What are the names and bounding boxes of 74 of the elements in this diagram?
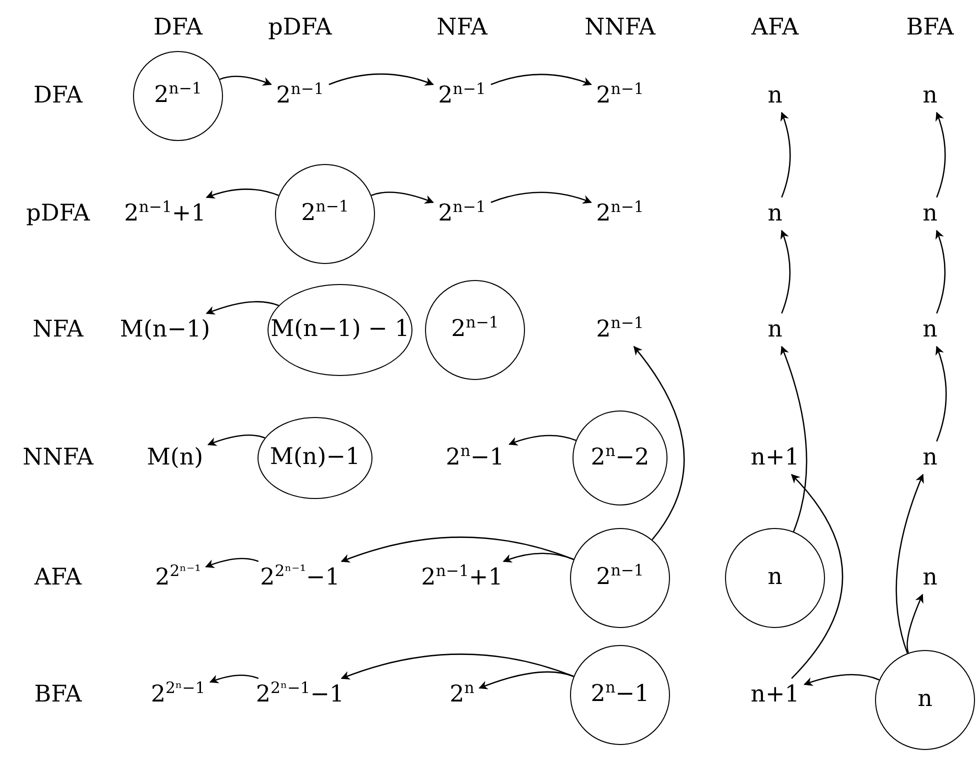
arrow — [220, 76, 272, 86]
column-header: DFA — [154, 15, 202, 41]
arrow — [490, 192, 592, 204]
complexity-value: 2$^{n−1}$ — [438, 201, 486, 227]
arrow — [328, 73, 434, 86]
complexity-value: n — [768, 317, 782, 343]
arrow — [502, 552, 574, 563]
circled-value: 2$^{n}$−2 — [572, 410, 668, 506]
complexity-value: 2$^{n−1}$+1 — [421, 565, 503, 591]
column-header: AFA — [751, 15, 799, 41]
complexity-value: n — [922, 83, 938, 109]
arrow — [490, 74, 592, 86]
circled-value: 2$^{n−1}$ — [275, 164, 375, 264]
complexity-value: M(n) — [146, 445, 204, 471]
arrow — [209, 674, 259, 684]
row-header: BFA — [34, 682, 82, 708]
arrow — [206, 301, 279, 315]
arrow — [935, 112, 946, 198]
circled-value: M(n−1) − 1 — [268, 284, 412, 376]
arrow — [780, 112, 791, 198]
circled-value: 2$^{n−1}$ — [570, 528, 670, 628]
complexity-value: n — [768, 83, 782, 109]
column-header: pDFA — [268, 15, 332, 41]
circled-value: n — [875, 650, 975, 750]
arrow — [207, 434, 266, 446]
arrow — [205, 558, 259, 568]
complexity-value: 2$^{n}$−1 — [446, 445, 504, 471]
row-header: NNFA — [22, 445, 94, 471]
arrow — [935, 346, 947, 442]
row-header: DFA — [34, 83, 82, 109]
column-header: NNFA — [584, 15, 656, 41]
complexity-value: n — [922, 317, 938, 343]
row-header: AFA — [34, 565, 82, 591]
complexity-value: n — [922, 445, 938, 471]
arrow — [780, 230, 791, 314]
complexity-value: 2$^{n−1}$ — [596, 201, 644, 227]
complexity-value: 2$^{n−1}$+1 — [124, 201, 206, 227]
complexity-value: 2$^{n−1}$ — [596, 83, 644, 109]
complexity-value: 2$^{2ⁿ−1}$ — [150, 682, 206, 708]
column-header: BFA — [906, 15, 954, 41]
circled-value: 2$^{n−1}$ — [425, 280, 525, 380]
complexity-value: 2$^{n−1}$ — [596, 317, 644, 343]
arrow — [340, 536, 574, 563]
complexity-value: n+1 — [750, 682, 800, 708]
arrow — [633, 346, 685, 540]
row-header: pDFA — [26, 201, 90, 227]
complexity-value: 2$^{2ⁿ⁻¹}$ — [155, 565, 201, 591]
complexity-value: 2$^{2ⁿ−1}$−1 — [256, 682, 344, 708]
arrow — [371, 192, 434, 204]
column-header: NFA — [436, 15, 488, 41]
arrow — [935, 230, 946, 314]
complexity-value: M(n−1) — [120, 317, 210, 343]
arrow — [478, 671, 574, 690]
arrow — [896, 474, 924, 654]
complexity-value: 2$^{n}$ — [450, 682, 474, 708]
arrow — [206, 188, 279, 199]
complexity-value: 2$^{2ⁿ⁻¹}$−1 — [260, 565, 340, 591]
arrow — [804, 674, 880, 686]
circled-value: 2$^{n−1}$ — [133, 51, 223, 141]
arrow — [508, 434, 576, 446]
arrow — [906, 594, 924, 654]
row-header: NFA — [32, 317, 84, 343]
complexity-value: n — [768, 201, 782, 227]
arrow — [791, 474, 844, 679]
circled-value: M(n)−1 — [258, 417, 372, 499]
complexity-value: 2$^{n−1}$ — [438, 83, 486, 109]
complexity-value: n — [922, 565, 938, 591]
arrow — [780, 346, 808, 532]
arrow — [340, 654, 574, 680]
circled-value: n — [725, 528, 825, 628]
complexity-value: n — [922, 201, 938, 227]
complexity-value: 2$^{n−1}$ — [276, 83, 324, 109]
circled-value: 2$^{n}$−1 — [570, 645, 670, 745]
complexity-value: n+1 — [750, 445, 800, 471]
